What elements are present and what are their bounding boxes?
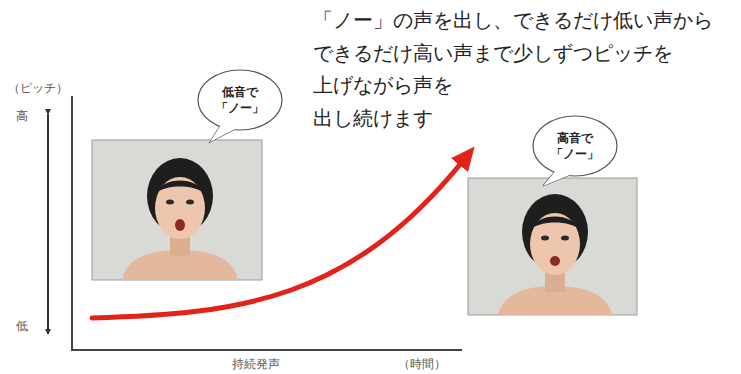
bubble-text: 高音で 「ノー」 bbox=[551, 130, 599, 162]
speech-bubble: 低音で 「ノー」 bbox=[197, 69, 283, 131]
bubble-outline bbox=[197, 69, 283, 131]
axis-title: （ピッチ） bbox=[8, 80, 68, 96]
bubble-text: 低音で 「ノー」 bbox=[216, 84, 264, 116]
speech-bubble: 高音で 「ノー」 bbox=[532, 115, 618, 177]
axis-line bbox=[72, 96, 462, 350]
face-photo bbox=[468, 178, 637, 315]
axis-title: （時間） bbox=[398, 356, 446, 372]
axis-value: 高 bbox=[16, 108, 28, 124]
pitch-curve bbox=[92, 162, 462, 318]
axis-value: 低 bbox=[16, 318, 28, 334]
bubble-outline bbox=[532, 115, 618, 177]
axis-caption: 持続発声 bbox=[232, 356, 280, 372]
pitch-arrow bbox=[47, 114, 49, 334]
instruction-text: 「ノー」の声を出し、できるだけ低い声から できるだけ高い声まで少しずつピッチを … bbox=[313, 4, 713, 134]
face-photo bbox=[92, 140, 262, 280]
